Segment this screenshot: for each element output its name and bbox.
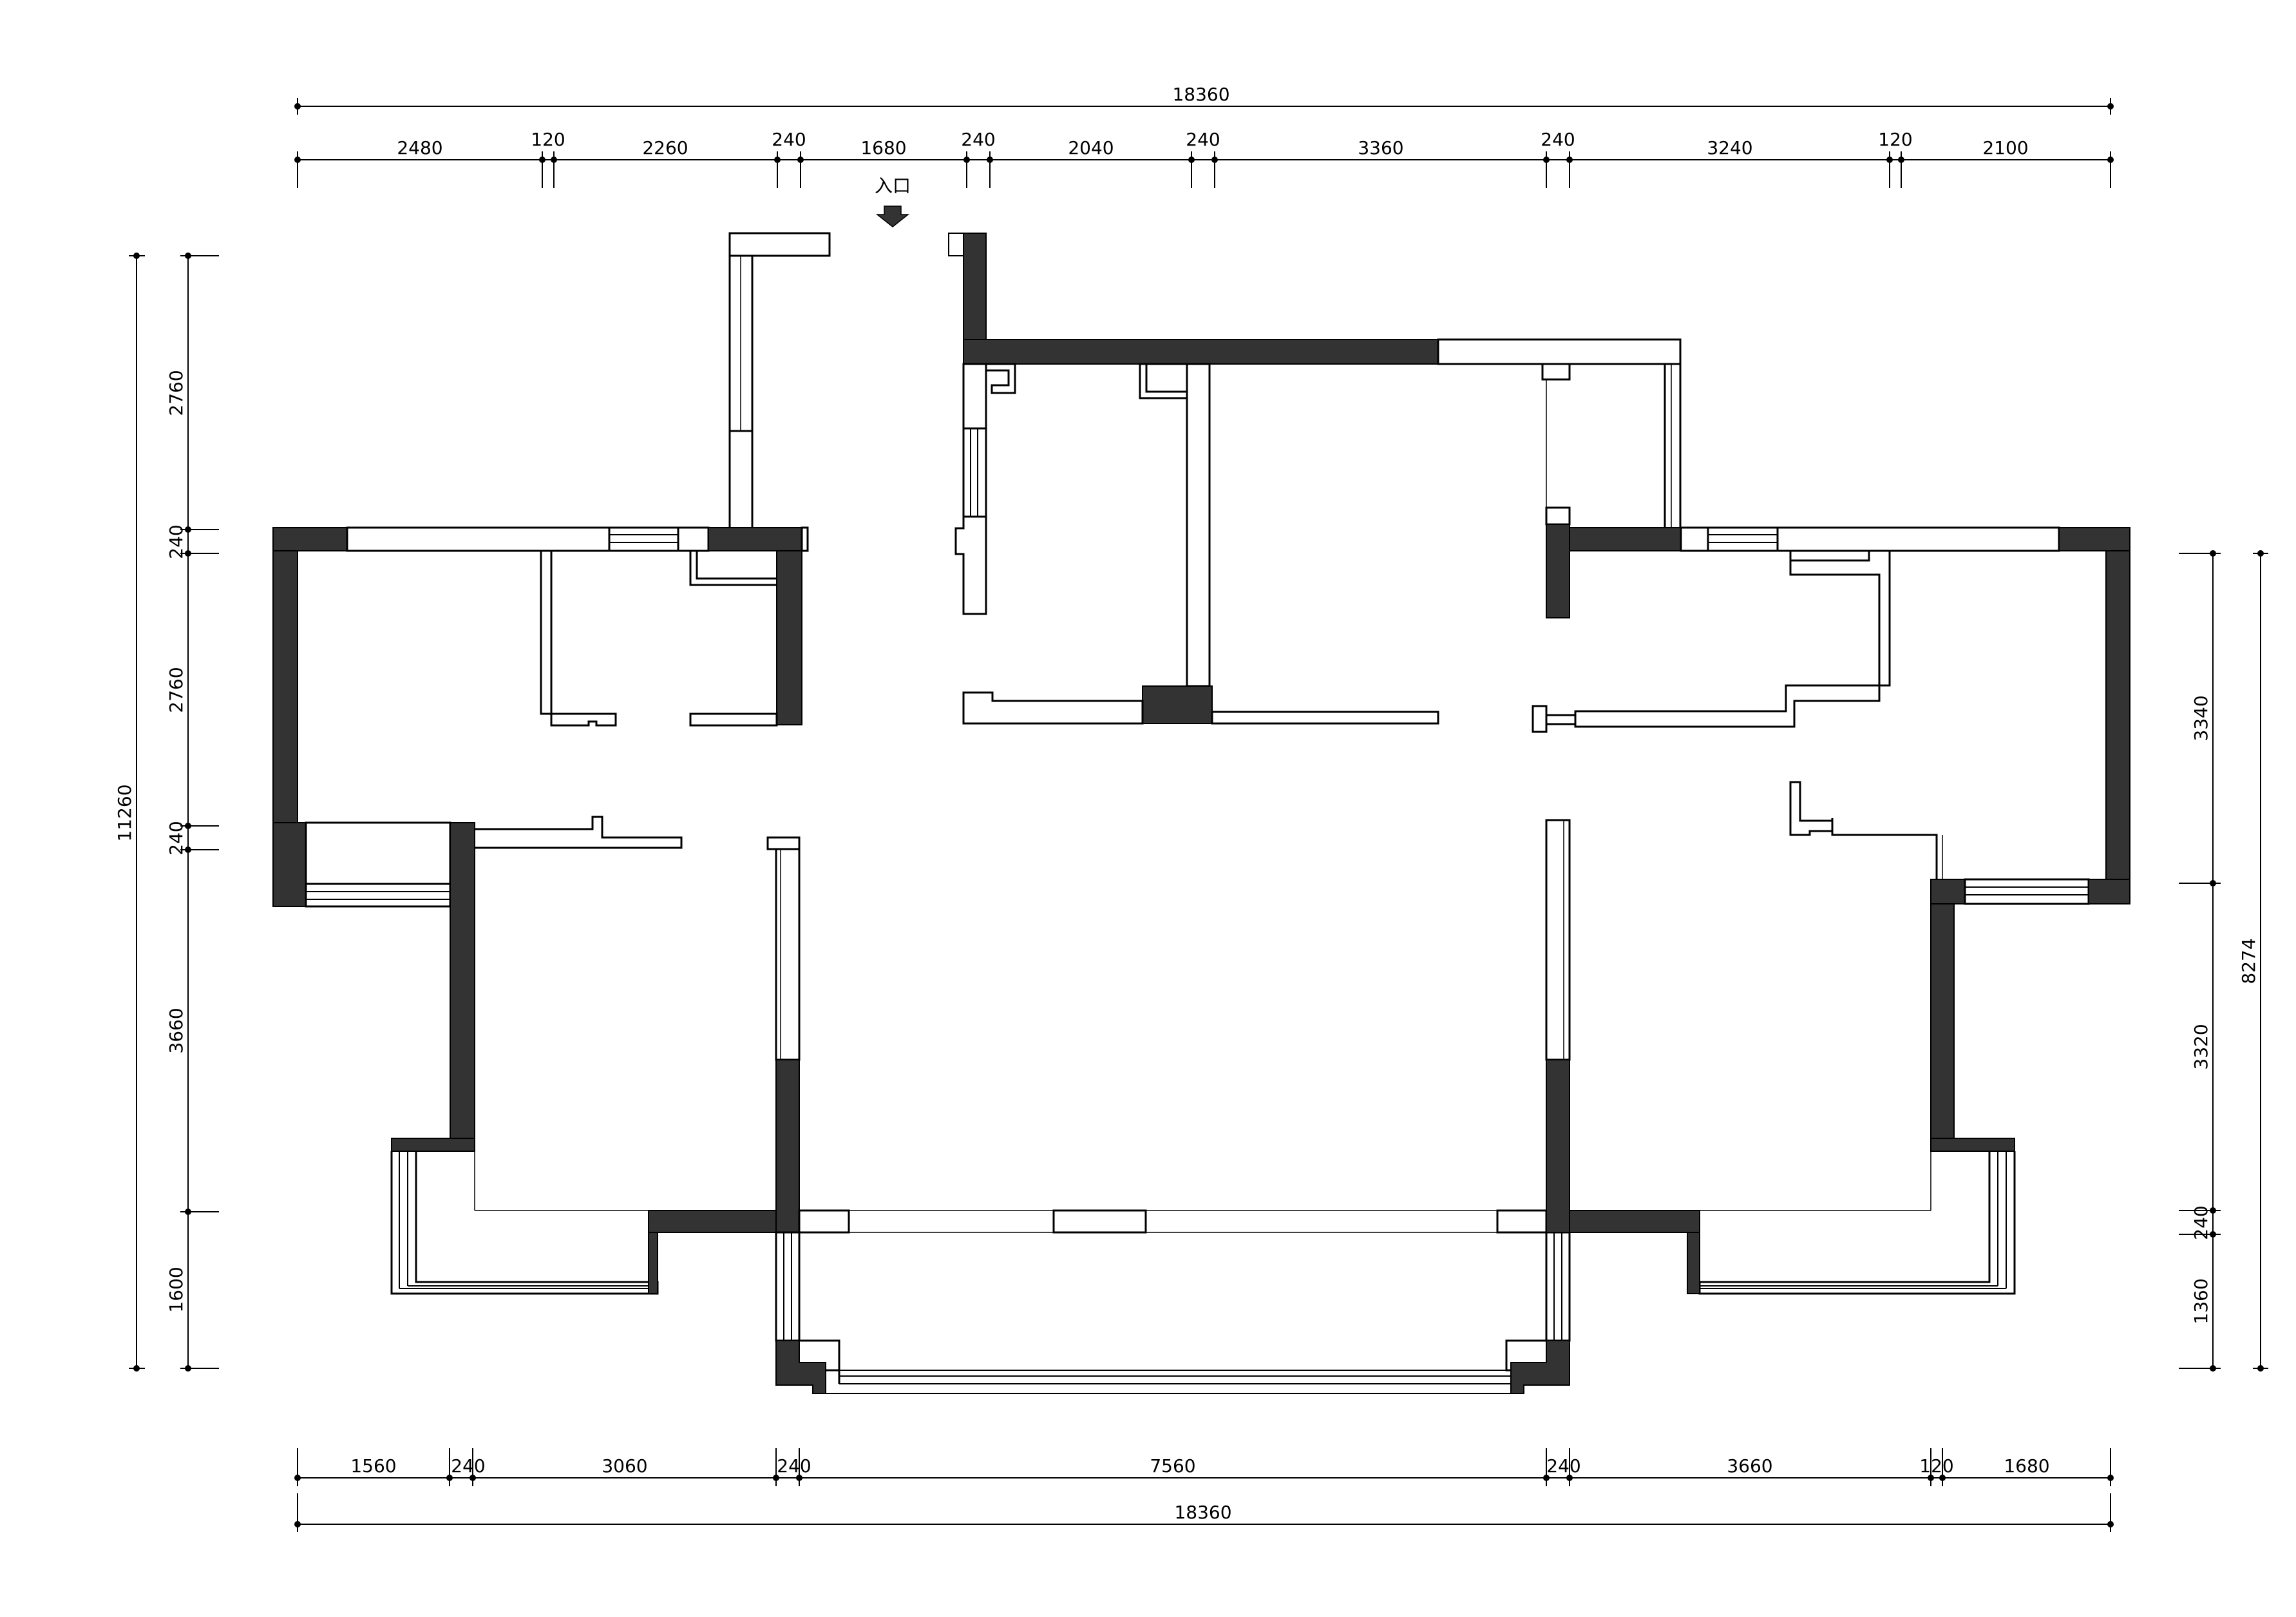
dim-top-seg: 240 bbox=[1541, 129, 1575, 150]
dim-top-seg: 2480 bbox=[397, 137, 442, 158]
dim-bottom-seg: 120 bbox=[1919, 1455, 1953, 1477]
dimension-bottom: 1560 240 3060 240 7560 240 3660 120 1680… bbox=[294, 1448, 2114, 1532]
dim-top-seg: 240 bbox=[772, 129, 806, 150]
dim-top-seg: 2100 bbox=[1982, 137, 2028, 158]
dim-bottom-seg: 240 bbox=[451, 1455, 485, 1477]
dim-top-seg: 120 bbox=[1878, 129, 1912, 150]
dim-right-seg: 3320 bbox=[2190, 1024, 2212, 1069]
dim-top-total: 18360 bbox=[1172, 84, 1229, 105]
dim-left-seg: 2760 bbox=[166, 667, 187, 713]
dim-right-total: 8274 bbox=[2238, 938, 2259, 984]
dim-bottom-seg: 240 bbox=[1546, 1455, 1580, 1477]
dim-bottom-seg: 240 bbox=[777, 1455, 811, 1477]
entrance-marker: 入口 bbox=[875, 175, 911, 227]
dim-left-seg: 3660 bbox=[166, 1008, 187, 1053]
dimension-right: 3340 3320 240 1360 8274 bbox=[2179, 550, 2268, 1372]
dim-bottom-seg: 3060 bbox=[602, 1455, 647, 1477]
dim-left-seg: 240 bbox=[166, 821, 187, 855]
dim-top-seg: 3240 bbox=[1707, 137, 1752, 158]
dim-bottom-seg: 1680 bbox=[2004, 1455, 2049, 1477]
entrance-arrow-icon bbox=[875, 206, 910, 227]
dim-bottom-seg: 1560 bbox=[350, 1455, 396, 1477]
dim-top-seg: 3360 bbox=[1358, 137, 1403, 158]
dim-top-seg: 2040 bbox=[1068, 137, 1114, 158]
dim-bottom-seg: 7560 bbox=[1150, 1455, 1195, 1477]
dim-right-seg: 240 bbox=[2190, 1205, 2212, 1239]
dim-top-ticks bbox=[294, 151, 2114, 188]
entrance-label: 入口 bbox=[875, 175, 911, 196]
dim-bottom-total: 18360 bbox=[1174, 1502, 1231, 1523]
dim-right-seg: 1360 bbox=[2190, 1278, 2212, 1324]
dim-left-seg: 2760 bbox=[166, 370, 187, 416]
dim-bottom-seg: 3660 bbox=[1727, 1455, 1772, 1477]
dim-top-seg: 120 bbox=[531, 129, 565, 150]
dim-left-total: 11260 bbox=[114, 784, 135, 841]
dim-top-seg: 240 bbox=[961, 129, 995, 150]
dim-left-seg: 1600 bbox=[166, 1267, 187, 1312]
dim-top-seg: 1680 bbox=[860, 137, 906, 158]
dim-top-seg: 240 bbox=[1186, 129, 1220, 150]
dim-right-seg: 3340 bbox=[2190, 695, 2212, 741]
dimension-left: 11260 2760 240 2760 240 3660 1600 bbox=[114, 253, 219, 1372]
dim-left-seg: 240 bbox=[166, 524, 187, 559]
dim-top-seg: 2260 bbox=[642, 137, 688, 158]
dimension-top: 18360 2480 120 2260 240 1680 bbox=[294, 84, 2114, 188]
walls bbox=[272, 232, 2130, 1394]
